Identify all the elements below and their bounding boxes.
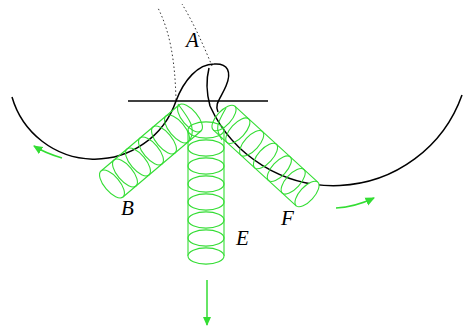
part-label: B bbox=[121, 198, 134, 219]
motion-arrow bbox=[34, 146, 62, 158]
tube-ring bbox=[188, 194, 224, 210]
motion-arrow bbox=[336, 198, 374, 208]
green-tubes bbox=[95, 100, 323, 264]
tube-ring bbox=[188, 176, 224, 192]
tube-ring bbox=[291, 177, 323, 210]
tube-ring bbox=[236, 127, 268, 160]
part-label: E bbox=[236, 228, 249, 249]
tube-ring bbox=[173, 100, 207, 136]
plane-line bbox=[128, 100, 268, 102]
tube-ring bbox=[188, 140, 224, 156]
tube-ring bbox=[188, 212, 224, 228]
tube-ring bbox=[263, 152, 295, 185]
tube-ring bbox=[95, 166, 129, 202]
tube-ring bbox=[121, 144, 155, 180]
tube-ring bbox=[134, 133, 168, 169]
tube-wall bbox=[188, 130, 224, 256]
tube-ring bbox=[188, 158, 224, 174]
tube-ring bbox=[160, 111, 194, 147]
tube-ring bbox=[147, 122, 181, 158]
right-arc bbox=[210, 95, 462, 186]
loop-inner bbox=[207, 68, 210, 106]
dotted-path bbox=[158, 8, 176, 100]
motion-arrow bbox=[206, 280, 208, 325]
tube-ring bbox=[188, 248, 224, 264]
tube-ring bbox=[188, 230, 224, 246]
tube-junction bbox=[178, 104, 226, 140]
tube-ring bbox=[222, 114, 254, 147]
tube-ring bbox=[249, 139, 281, 172]
part-label: F bbox=[281, 208, 294, 229]
dotted-path bbox=[182, 4, 212, 66]
part-label: A bbox=[186, 30, 199, 51]
